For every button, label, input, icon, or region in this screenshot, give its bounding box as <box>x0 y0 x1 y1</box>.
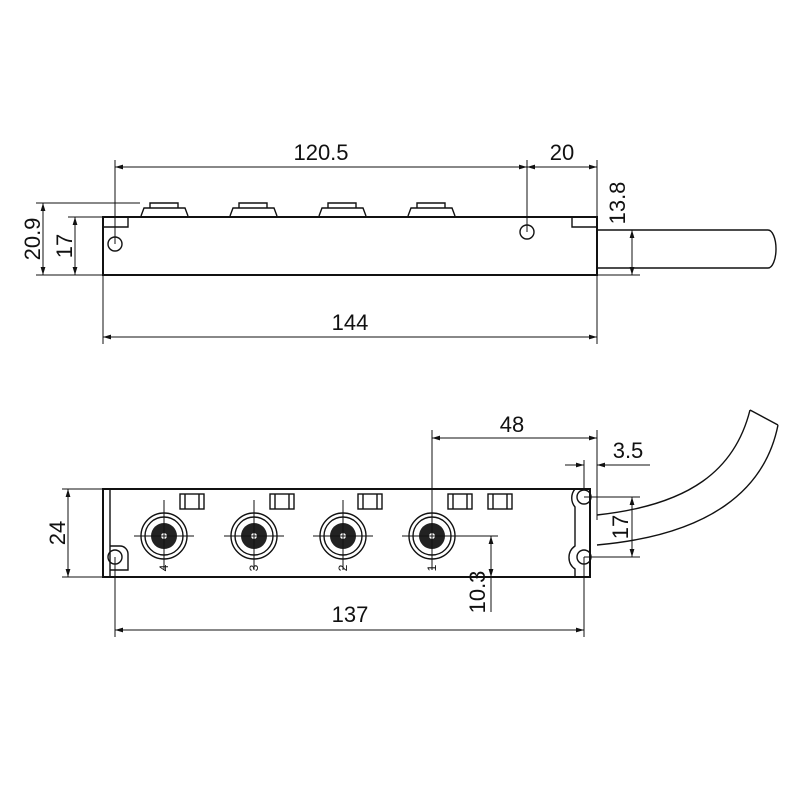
port-2: 2 <box>313 493 383 571</box>
dim-17-top: 17 <box>52 234 77 258</box>
port-label: 2 <box>336 564 350 571</box>
port-4: 4 <box>134 493 205 571</box>
dim-13-8: 13.8 <box>605 182 630 225</box>
module-body-front <box>102 488 591 578</box>
port-3: 3 <box>224 493 295 571</box>
dim-10-3: 10.3 <box>465 571 490 614</box>
dim-17-front: 17 <box>608 515 633 539</box>
module-body-side <box>102 216 598 276</box>
connector-caps <box>140 202 456 217</box>
dim-48: 48 <box>500 412 524 437</box>
dim-120-5: 120.5 <box>293 140 348 165</box>
dim-144: 144 <box>332 310 369 335</box>
dim-3-5: 3.5 <box>613 438 644 463</box>
dim-137: 137 <box>332 602 369 627</box>
port-label: 3 <box>247 564 261 571</box>
front-view: 4 3 2 1 48 3.5 24 <box>45 409 779 637</box>
port-1: 1 <box>402 493 513 571</box>
port-label: 4 <box>157 564 171 571</box>
dim-20-9: 20.9 <box>20 218 45 261</box>
cable-front <box>596 409 779 546</box>
dim-20: 20 <box>550 140 574 165</box>
port-label: 1 <box>425 564 439 571</box>
cable-side <box>597 229 777 269</box>
side-view: 120.5 20 144 20.9 17 13.8 <box>20 140 777 344</box>
dim-24: 24 <box>45 521 70 545</box>
